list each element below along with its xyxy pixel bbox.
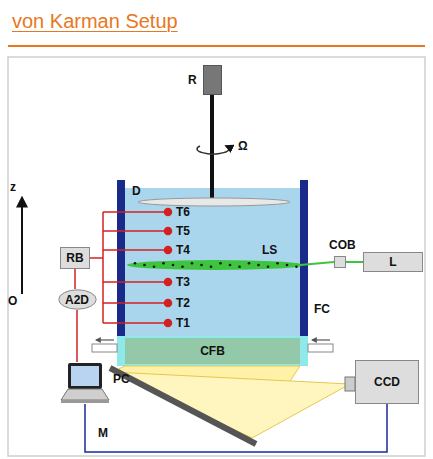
bottom-band: CFB (125, 338, 300, 364)
part-label: O (8, 294, 17, 308)
connector (85, 404, 387, 452)
rotation-arrow (197, 146, 229, 154)
tank-wall (117, 180, 125, 338)
relay-box: RB (60, 247, 90, 269)
connector (346, 261, 363, 263)
node-label: COB (329, 238, 356, 252)
tank-wall (300, 180, 308, 338)
node-label: CCD (374, 375, 400, 389)
seed-particles (134, 262, 298, 268)
mirror (110, 368, 256, 444)
camera-box: CCD (355, 360, 419, 404)
cooling-band (117, 336, 308, 366)
node-label: PC (113, 372, 130, 386)
flow-arrow (96, 339, 114, 340)
node-label: A2D (65, 293, 89, 307)
rotor-motor: R (203, 65, 222, 95)
part-label: FC (314, 302, 330, 316)
part-label: z (10, 180, 16, 194)
title-rule (8, 45, 425, 47)
z-axis (21, 198, 23, 294)
laser-box: L (363, 252, 423, 272)
part-label: LS (262, 243, 277, 257)
title: von Karman Setup (12, 10, 178, 33)
sensor-label: T1 (176, 316, 190, 330)
connector (76, 310, 78, 362)
node-label: R (188, 73, 197, 87)
camera-lens (345, 377, 355, 391)
converter-ellipse: A2D (58, 289, 97, 310)
node-label: RB (66, 251, 83, 265)
laptop-drawing (60, 362, 110, 404)
laser-sheet (127, 260, 303, 270)
flow-arrow (312, 339, 330, 340)
part-label: M (98, 426, 108, 440)
laser-beam (300, 262, 334, 265)
part-label: Ω (238, 139, 248, 153)
cooling-pipe (308, 344, 333, 352)
connector (74, 269, 76, 289)
sensor-label: T3 (176, 275, 190, 289)
laptop-icon: PC (60, 362, 110, 404)
shaft (210, 95, 214, 200)
sensor-label: T6 (176, 205, 190, 219)
sensor-label: T4 (176, 243, 190, 257)
sensor-label: T2 (176, 296, 190, 310)
sensor-label: T5 (176, 224, 190, 238)
disk (138, 198, 290, 206)
part-label: D (132, 184, 141, 198)
node-label: CFB (200, 344, 225, 358)
panel-frame (8, 57, 425, 456)
cooling-pipe (92, 344, 117, 352)
node-label: L (389, 255, 396, 269)
optics-box: COB (334, 256, 346, 268)
